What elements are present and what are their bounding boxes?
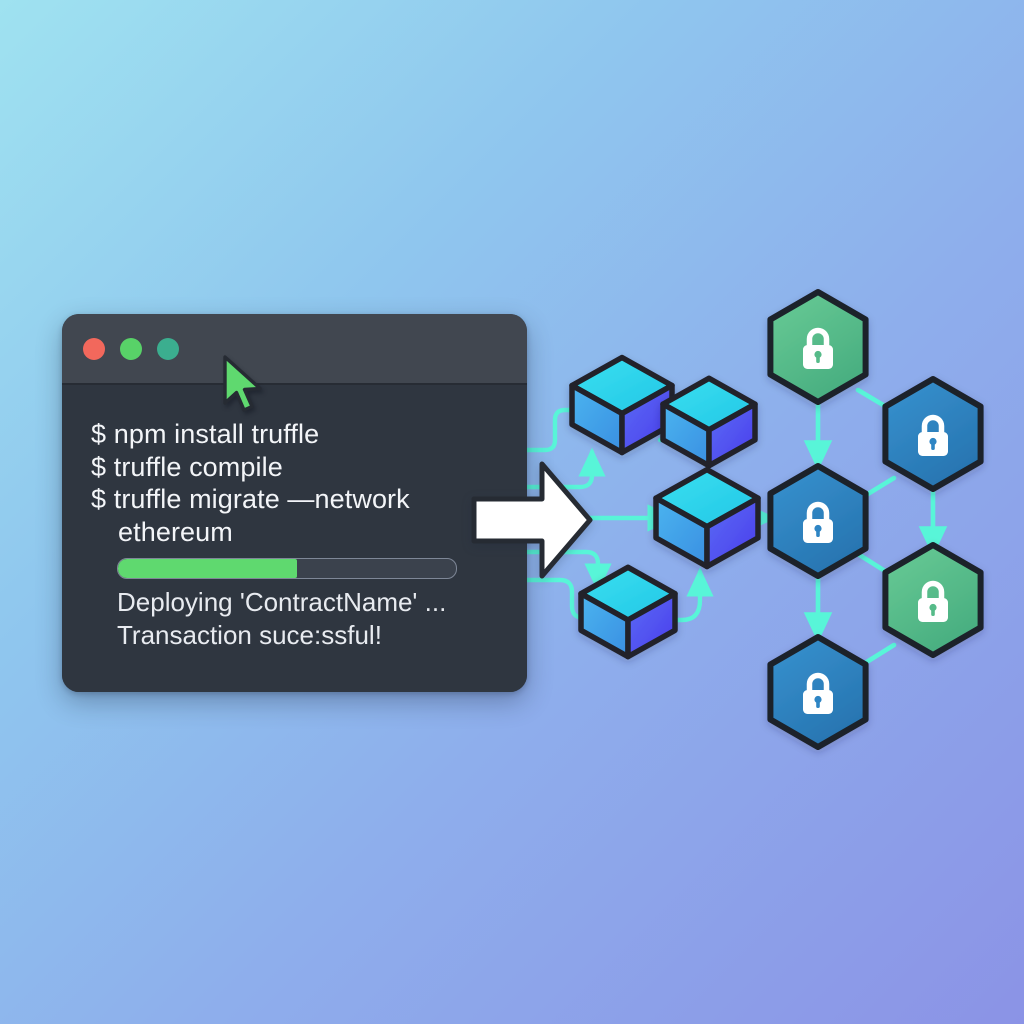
terminal-output-area[interactable]: $ npm install truffle $ truffle compile … bbox=[62, 385, 527, 692]
deployment-progress-bar bbox=[117, 558, 457, 579]
lock-keyhole-stem bbox=[931, 443, 935, 450]
lock-keyhole-stem bbox=[816, 356, 820, 363]
network-node-4[interactable] bbox=[882, 542, 984, 658]
output-line-1: Deploying 'ContractName' ... bbox=[117, 587, 447, 617]
right-arrow-icon bbox=[471, 461, 593, 579]
blockchain-block-4[interactable] bbox=[578, 564, 678, 660]
network-node-2[interactable] bbox=[882, 376, 984, 492]
network-node-3[interactable] bbox=[767, 463, 869, 579]
lock-icon bbox=[918, 580, 948, 622]
terminal-window[interactable]: $ npm install truffle $ truffle compile … bbox=[62, 314, 527, 692]
cube-right-face bbox=[704, 495, 761, 570]
lock-keyhole bbox=[814, 524, 822, 533]
lock-shackle bbox=[806, 327, 830, 349]
lock-keyhole-stem bbox=[816, 530, 820, 537]
maximize-button[interactable] bbox=[157, 338, 179, 360]
lock-keyhole-stem bbox=[931, 609, 935, 616]
terminal-line-2: $ truffle compile bbox=[91, 451, 503, 484]
trace-block-4-to-block-3 bbox=[657, 567, 714, 623]
window-controls bbox=[83, 338, 179, 360]
lock-shackle bbox=[921, 414, 945, 436]
terminal-line-4: ethereum bbox=[91, 516, 503, 549]
trace-to-block-1-upper bbox=[517, 407, 599, 453]
output-line-2: Transaction suce:ssful! bbox=[117, 620, 382, 650]
cube-right-face bbox=[706, 401, 758, 469]
trace-to-block-4-arrow bbox=[519, 549, 612, 593]
lock-icon bbox=[803, 327, 833, 369]
prompt-symbol-3: $ bbox=[91, 484, 107, 514]
blockchain-block-1[interactable] bbox=[569, 354, 675, 456]
lock-icon bbox=[803, 672, 833, 714]
command-text-4: ethereum bbox=[118, 516, 233, 547]
deployment-progress-fill bbox=[118, 559, 298, 578]
lock-icon bbox=[803, 501, 833, 543]
blocks-layer bbox=[569, 354, 761, 660]
blockchain-block-2[interactable] bbox=[660, 375, 758, 469]
lock-keyhole bbox=[929, 603, 937, 612]
lock-shackle bbox=[806, 501, 830, 523]
lock-keyhole-stem bbox=[816, 701, 820, 708]
terminal-titlebar[interactable] bbox=[62, 314, 527, 385]
command-text-1: npm install truffle bbox=[113, 419, 320, 449]
command-text-3: truffle migrate —network bbox=[113, 484, 410, 514]
cube-right-face bbox=[625, 590, 678, 660]
trace-to-block-1-arrow bbox=[517, 447, 606, 490]
prompt-symbol-2: $ bbox=[91, 451, 107, 482]
lock-keyhole bbox=[814, 350, 822, 359]
lock-shackle bbox=[806, 672, 830, 694]
terminal-line-3: $ truffle migrate —network bbox=[91, 483, 503, 516]
terminal-line-1: $ npm install truffle bbox=[91, 418, 503, 451]
prompt-symbol-1: $ bbox=[91, 419, 107, 449]
mouse-pointer-icon bbox=[223, 355, 262, 412]
blockchain-block-3[interactable] bbox=[653, 466, 761, 570]
nodes-layer bbox=[767, 289, 984, 750]
lock-keyhole bbox=[814, 695, 822, 704]
lock-keyhole bbox=[929, 437, 937, 446]
lock-icon bbox=[918, 414, 948, 456]
close-button[interactable] bbox=[83, 338, 105, 360]
minimize-button[interactable] bbox=[120, 338, 142, 360]
network-node-5[interactable] bbox=[767, 634, 869, 750]
command-text-2: truffle compile bbox=[113, 451, 283, 482]
network-node-1[interactable] bbox=[767, 289, 869, 405]
lock-shackle bbox=[921, 580, 945, 602]
